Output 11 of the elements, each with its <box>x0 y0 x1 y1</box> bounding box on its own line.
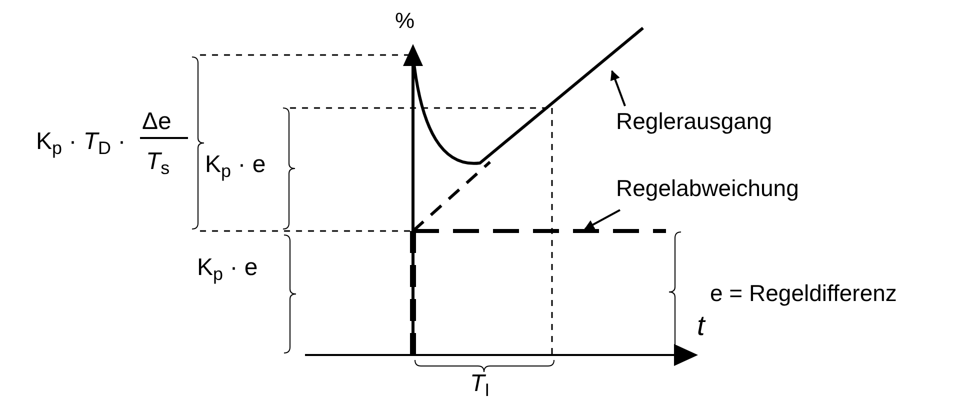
curve-label: Reglerausgang <box>616 110 772 133</box>
formula-label: e = Regeldifferenz <box>710 282 897 305</box>
formula-label: T$_{I}$ <box>470 372 490 396</box>
curve-label: Regelabweichung <box>616 177 799 200</box>
deviation-line <box>413 229 666 233</box>
formula-label: T$_{s}$ <box>146 150 170 174</box>
leader-line <box>610 70 626 106</box>
formula-label: % <box>395 10 415 32</box>
formula-label: t <box>697 312 705 340</box>
leader-line <box>584 209 620 230</box>
formula-label: Δe <box>142 110 172 134</box>
